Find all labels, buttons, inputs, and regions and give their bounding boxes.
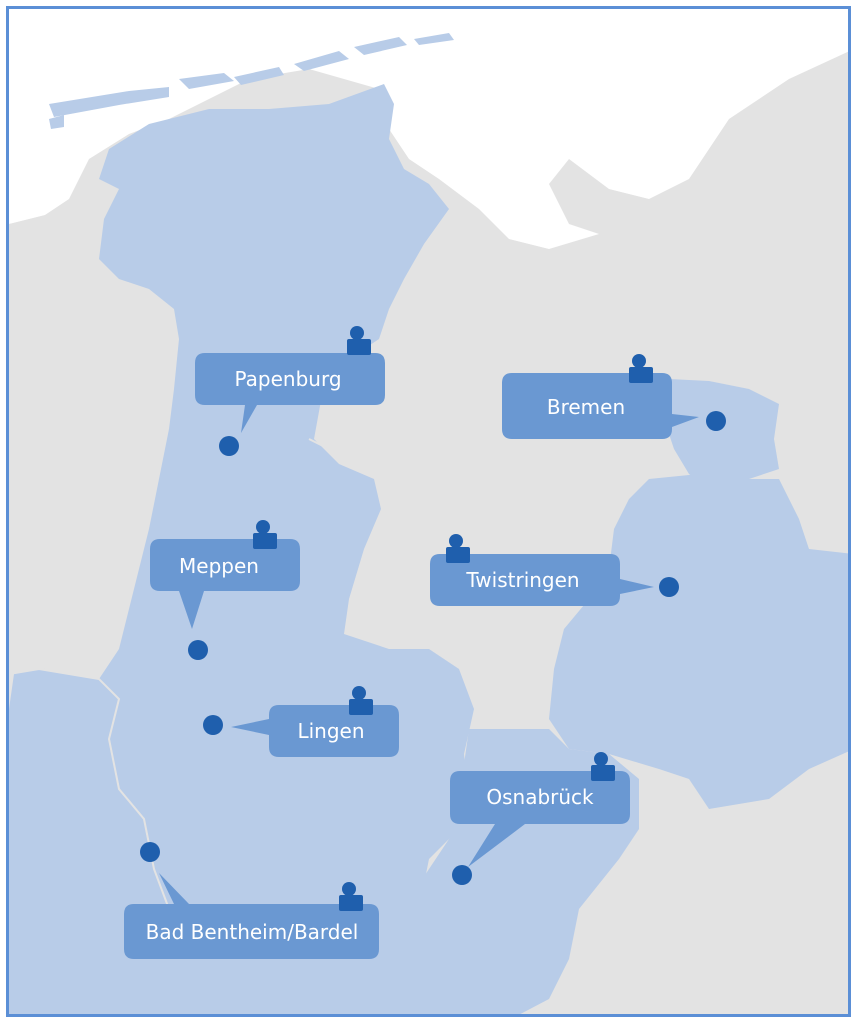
north-sea	[9, 9, 848, 249]
person-icon	[349, 686, 373, 715]
callout-bubble	[430, 554, 654, 606]
callout-bubble	[502, 373, 699, 439]
location-marker[interactable]	[659, 577, 679, 597]
location-marker[interactable]	[203, 715, 223, 735]
callout-bubble	[150, 539, 300, 629]
region-borders	[9, 438, 380, 935]
callout-bubble	[124, 873, 379, 959]
location-label: Papenburg	[234, 367, 341, 391]
region-east	[549, 474, 848, 809]
location-lingen[interactable]: Lingen	[203, 686, 399, 757]
person-icon	[339, 882, 363, 911]
location-marker[interactable]	[706, 411, 726, 431]
location-label: Twistringen	[465, 568, 579, 592]
map-frame: Papenburg Bremen Meppen Twistringen Ling…	[6, 6, 851, 1017]
person-icon	[629, 354, 653, 383]
callout-bubble	[195, 353, 385, 433]
location-marker[interactable]	[452, 865, 472, 885]
person-icon	[347, 326, 371, 355]
location-meppen[interactable]: Meppen	[150, 520, 300, 660]
callout-bubble	[450, 771, 630, 867]
location-marker[interactable]	[219, 436, 239, 456]
location-label: Lingen	[297, 719, 364, 743]
location-marker[interactable]	[188, 640, 208, 660]
location-label: Osnabrück	[486, 785, 594, 809]
frisian-islands	[49, 33, 454, 129]
callout-bubble	[231, 705, 399, 757]
coast-land	[9, 214, 174, 349]
location-label: Bremen	[547, 395, 625, 419]
location-twistringen[interactable]: Twistringen	[430, 534, 679, 606]
person-icon	[591, 752, 615, 781]
location-bentheim[interactable]: Bad Bentheim/Bardel	[124, 842, 379, 959]
person-icon	[446, 534, 470, 563]
person-icon	[253, 520, 277, 549]
location-osnabrueck[interactable]: Osnabrück	[450, 752, 630, 885]
location-label: Meppen	[179, 554, 259, 578]
location-bremen[interactable]: Bremen	[502, 354, 726, 439]
location-papenburg[interactable]: Papenburg	[195, 326, 385, 456]
region-map: Papenburg Bremen Meppen Twistringen Ling…	[9, 9, 848, 1014]
location-marker[interactable]	[140, 842, 160, 862]
region-bremen	[664, 379, 779, 489]
location-label: Bad Bentheim/Bardel	[146, 920, 359, 944]
